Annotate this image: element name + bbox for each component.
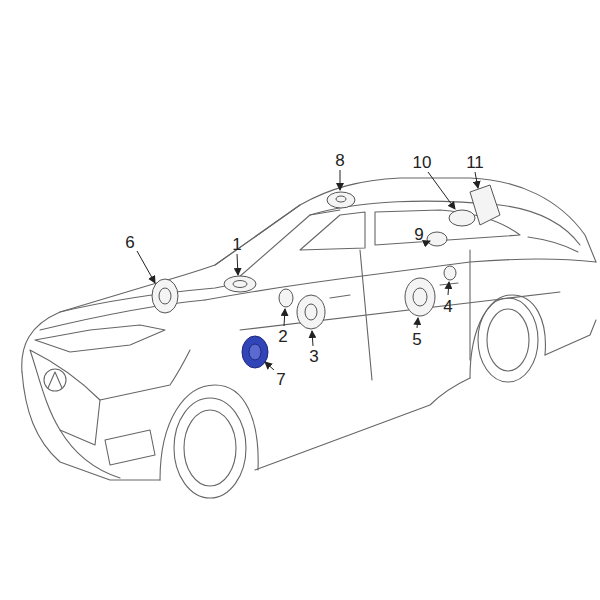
callout-number: 11 <box>466 154 484 171</box>
car-outline <box>22 178 596 498</box>
callout-number: 8 <box>335 152 344 169</box>
callout-number: 7 <box>276 371 285 388</box>
callout-number: 10 <box>413 154 432 171</box>
speakers <box>152 185 500 329</box>
callout-number: 4 <box>443 298 452 315</box>
highlighted-speaker <box>242 336 268 368</box>
leader-lines <box>137 170 478 370</box>
callout-number: 3 <box>309 348 318 365</box>
callout-number: 2 <box>278 328 287 345</box>
callout-number: 5 <box>412 331 421 348</box>
callout-number: 1 <box>232 236 241 253</box>
callout-number: 6 <box>125 234 134 251</box>
callout-number: 9 <box>414 226 423 243</box>
